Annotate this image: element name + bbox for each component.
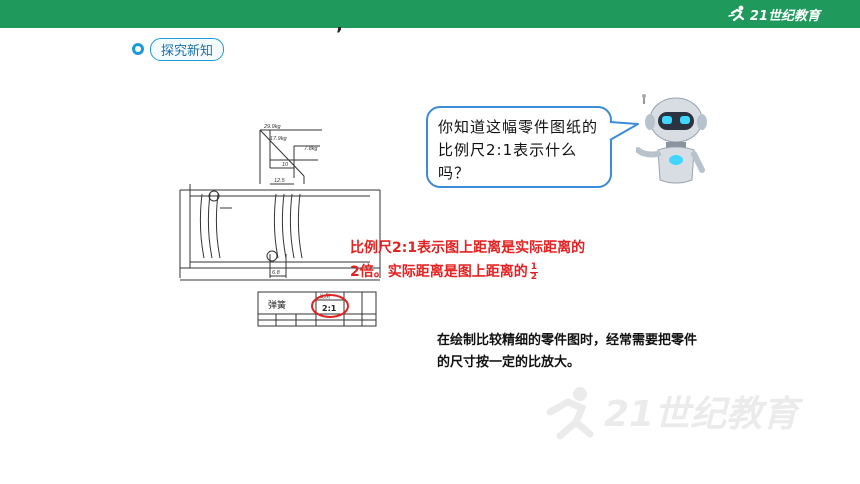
title-block-name: 弹簧 <box>268 299 286 311</box>
annotation-1: 29.9kg <box>263 124 281 130</box>
annotation-4: 12.5 <box>274 178 286 184</box>
section-tag: 探究新知 <box>132 37 225 61</box>
answer-text-body: 比例尺2:1表示图上距离是实际距离的2倍。实际距离是图上距离的 <box>350 240 586 280</box>
title-block-scale-value: 2:1 <box>322 304 337 313</box>
brand-logo: 21世纪教育 <box>728 4 820 24</box>
speech-bubble: 你知道这幅零件图纸的比例尺2:1表示什么吗？ <box>426 106 612 188</box>
watermark-logo-icon: 21世纪教育 <box>546 387 804 440</box>
scale-highlight-circle <box>311 294 349 318</box>
brand-text: 21世纪教育 <box>749 8 820 24</box>
runner-logo-icon <box>728 5 745 22</box>
annotation-3: 7.8kg <box>304 146 318 152</box>
speech-bubble-text: 你知道这幅零件图纸的比例尺2:1表示什么吗？ <box>438 118 599 182</box>
speech-bubble-tail <box>608 121 639 141</box>
section-tag-label: 探究新知 <box>150 37 225 61</box>
annotation-6: 6.8 <box>272 270 281 276</box>
header-bar: 21世纪教育 <box>0 0 860 28</box>
annotation-5: 10 <box>282 162 289 168</box>
watermark-text: 21世纪教育 <box>604 394 804 435</box>
robot-mascot-icon <box>636 94 707 184</box>
stray-mark: ’ <box>336 24 343 45</box>
fraction-numerator: 1 <box>529 261 539 273</box>
spring-part-drawing: 29.9kg 17.9kg 7.8kg 12.5 10 6.8 弹簧 比例 2:… <box>179 124 381 327</box>
title-block-scale-heading: 比例 <box>320 293 330 300</box>
fraction-denominator: 2 <box>530 271 538 282</box>
bulb-icon <box>132 43 144 55</box>
note-text: 在绘制比较精细的零件图时，经常需要把零件的尺寸按一定的比放大。 <box>437 333 698 370</box>
annotation-2: 17.9kg <box>270 136 287 142</box>
